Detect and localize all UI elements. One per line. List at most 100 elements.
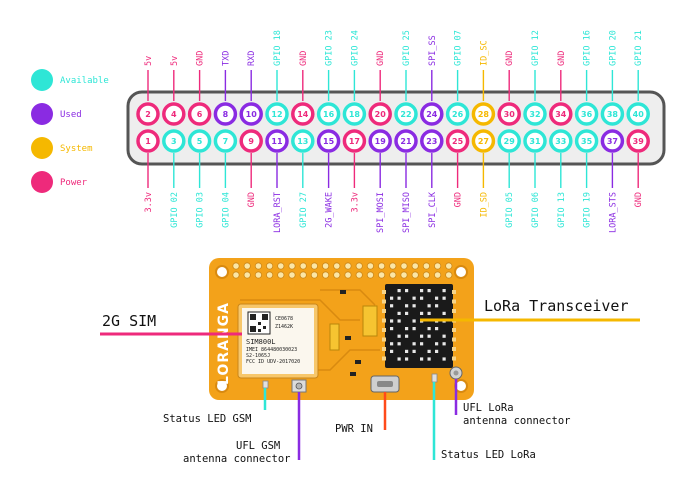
lora-module-dot bbox=[397, 319, 401, 323]
lora-module-dot bbox=[397, 342, 401, 346]
pin-ring bbox=[626, 129, 650, 153]
pin-ring bbox=[626, 102, 650, 126]
board-header-pad bbox=[232, 262, 240, 270]
lora-module-pad bbox=[452, 356, 456, 361]
board-trace bbox=[240, 299, 360, 321]
pin-number: 32 bbox=[529, 110, 540, 119]
pin-label: GPIO 18 bbox=[273, 30, 283, 66]
pin-label: GPIO 19 bbox=[583, 192, 593, 228]
pin-ring bbox=[213, 102, 238, 126]
pin-number: 3 bbox=[171, 137, 177, 146]
callout-ufl-gsm-line2: antenna connector bbox=[183, 453, 290, 465]
pin-number: 35 bbox=[581, 137, 593, 146]
gpio-pin: 20 GND bbox=[368, 51, 392, 126]
board-header-pad bbox=[389, 262, 397, 270]
lora-module-dot bbox=[442, 296, 446, 300]
pin-number: 39 bbox=[633, 137, 645, 146]
pin-ring bbox=[316, 102, 341, 126]
board-header-pad bbox=[321, 271, 330, 279]
lora-module-dot bbox=[442, 357, 446, 361]
pin-number: 27 bbox=[478, 137, 489, 146]
pin-number: 31 bbox=[529, 137, 541, 146]
callout-lora: LoRa Transceiver bbox=[484, 297, 629, 315]
lora-module-pad bbox=[382, 328, 386, 332]
pin-ring bbox=[368, 102, 392, 126]
gsm-chip-line3: S2-1065J bbox=[246, 353, 270, 359]
usb-power-connector-icon bbox=[370, 375, 400, 393]
pin-number: 26 bbox=[452, 110, 464, 119]
capacitor-icon bbox=[329, 323, 340, 351]
pin-ring bbox=[394, 102, 418, 126]
pin-number: 11 bbox=[271, 137, 283, 146]
pin-ring bbox=[342, 102, 367, 126]
board-header-pad bbox=[389, 271, 397, 279]
pin-number: 9 bbox=[248, 137, 254, 146]
pin-number: 12 bbox=[271, 110, 282, 119]
lora-module-dot bbox=[390, 296, 394, 300]
board-header-pad bbox=[422, 262, 430, 270]
pin-number: 34 bbox=[555, 110, 567, 119]
resistor-icon bbox=[350, 372, 356, 376]
lora-module-dot bbox=[435, 327, 439, 331]
lora-module-dot bbox=[442, 311, 446, 315]
lora-module-dot bbox=[405, 357, 409, 361]
mount-hole-tl bbox=[215, 265, 229, 279]
pin-number: 7 bbox=[223, 137, 229, 146]
pin-ring bbox=[574, 129, 599, 153]
lora-module-dot bbox=[412, 319, 416, 323]
callout-pwr: PWR IN bbox=[335, 423, 373, 435]
pin-ring bbox=[136, 102, 160, 126]
pin-ring bbox=[213, 129, 238, 153]
lora-module-dot bbox=[412, 342, 416, 346]
pin-number: 5 bbox=[197, 137, 203, 146]
pin-label: GPIO 05 bbox=[505, 192, 515, 228]
callout-ufl-lora-line2: antenna connector bbox=[463, 415, 570, 427]
lora-module-dot bbox=[427, 327, 431, 331]
callout-ufl-gsm-line1: UFL GSM bbox=[236, 440, 280, 452]
pin-number: 28 bbox=[478, 110, 490, 119]
pin-label: GND bbox=[505, 51, 515, 66]
legend-label-power: Power bbox=[60, 178, 88, 188]
lora-module-dot bbox=[397, 289, 401, 293]
pin-number: 14 bbox=[297, 110, 309, 119]
pin-number: 6 bbox=[197, 110, 203, 119]
lora-module-dot bbox=[405, 311, 409, 315]
lora-module-dot bbox=[412, 349, 416, 353]
gpio-pin: 13.3v bbox=[136, 129, 160, 212]
pin-number: 17 bbox=[349, 137, 360, 146]
lora-module-dot bbox=[427, 289, 431, 293]
pin-number: 29 bbox=[504, 137, 516, 146]
pin-label: GPIO 16 bbox=[583, 30, 593, 66]
pin-label: RXD bbox=[247, 51, 257, 66]
lora-module-dot bbox=[435, 296, 439, 300]
pin-label: GPIO 07 bbox=[454, 30, 464, 66]
board-trace bbox=[320, 289, 376, 306]
pin-label: GPIO 25 bbox=[402, 30, 412, 66]
lora-module-dot bbox=[442, 289, 446, 293]
board-header-pad bbox=[366, 271, 374, 279]
legend-item-system: System bbox=[31, 137, 93, 159]
board-header-pad bbox=[254, 271, 262, 279]
pin-number: 18 bbox=[349, 110, 361, 119]
pin-number: 20 bbox=[375, 110, 387, 119]
pin-ring bbox=[368, 129, 392, 153]
board-brand: LORANGA bbox=[216, 302, 232, 385]
lora-module-dot bbox=[397, 357, 401, 361]
pin-label: GND bbox=[376, 51, 386, 66]
mount-hole-bl bbox=[215, 379, 229, 393]
pin-ring bbox=[316, 129, 341, 153]
board-header-pad bbox=[422, 271, 430, 279]
lora-module-pad bbox=[452, 309, 456, 313]
gpio-pin: 45v bbox=[162, 56, 186, 126]
board-header-pad bbox=[299, 262, 307, 270]
